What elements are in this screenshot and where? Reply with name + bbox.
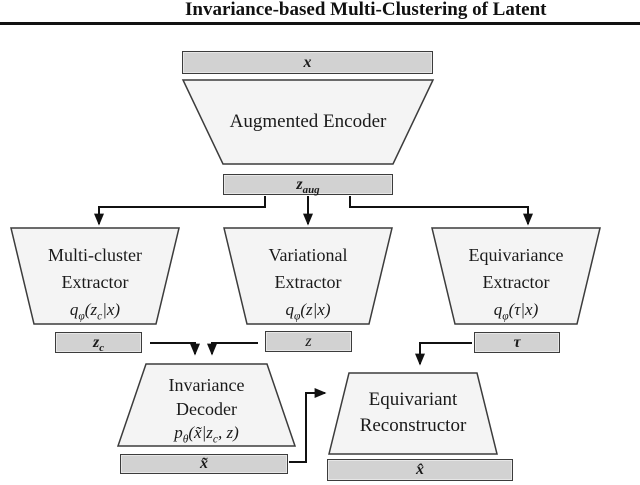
decoder-formula: pθ(x̃|zc, z)	[174, 423, 239, 446]
equivariance-line2: Extractor	[482, 272, 550, 292]
variational-line2: Extractor	[274, 272, 342, 292]
z-box: z	[265, 331, 352, 352]
augmented-encoder-text: Augmented Encoder	[229, 111, 387, 132]
variational-extractor-label: Variational Extractor qφ(z|x)	[224, 242, 392, 323]
augmented-encoder-label: Augmented Encoder	[183, 110, 433, 134]
arrow-zaug-to-equivariance	[349, 196, 533, 226]
z-label: z	[305, 332, 312, 350]
arrow-zaug-to-multicluster	[94, 196, 266, 226]
invariance-decoder-label: Invariance Decoder pθ(x̃|zc, z)	[118, 373, 295, 445]
multi-cluster-formula: qφ(zc|x)	[69, 300, 121, 323]
equivariance-formula: qφ(τ|x)	[493, 300, 539, 323]
equivariant-reconstructor-label: Equivariant Reconstructor	[329, 387, 497, 439]
paper-running-title: Invariance-based Multi-Clustering of Lat…	[185, 0, 547, 20]
zc-label: zc	[92, 333, 105, 354]
multi-cluster-extractor-label: Multi-cluster Extractor qφ(zc|x)	[11, 242, 179, 323]
zaug-box: zaug	[223, 174, 393, 195]
augmented-encoder-shape	[181, 79, 435, 165]
multi-cluster-line2: Extractor	[61, 272, 129, 292]
xhat-box: x̂	[327, 459, 513, 481]
zaug-label: zaug	[296, 175, 320, 196]
tau-label: τ	[513, 333, 521, 351]
reconstructor-line2: Reconstructor	[359, 415, 467, 436]
multi-cluster-extractor-shape	[10, 227, 180, 325]
reconstructor-line1: Equivariant	[368, 389, 458, 410]
arrow-xtilde-to-reconstructor	[289, 388, 327, 463]
invariance-decoder-shape	[116, 363, 297, 447]
multi-cluster-line1: Multi-cluster	[48, 245, 142, 265]
xtilde-box: x̃	[120, 454, 288, 474]
variational-extractor-shape	[223, 227, 393, 325]
decoder-line1: Invariance	[168, 375, 245, 395]
equivariance-extractor-label: Equivariance Extractor qφ(τ|x)	[432, 242, 600, 323]
equivariance-extractor-shape	[431, 227, 601, 325]
x-label: x	[303, 53, 312, 71]
variational-line1: Variational	[268, 245, 348, 265]
header-rule	[0, 22, 640, 25]
decoder-line2: Decoder	[176, 399, 237, 419]
variational-formula: qφ(z|x)	[285, 300, 331, 323]
arrow-tau-to-reconstructor	[415, 342, 472, 366]
equivariant-reconstructor-shape	[328, 372, 498, 455]
zc-box: zc	[55, 332, 142, 353]
tau-box: τ	[474, 332, 560, 353]
arrow-zc-to-decoder	[150, 342, 200, 356]
xhat-label: x̂	[416, 461, 424, 478]
x-box: x	[182, 51, 433, 74]
arrow-z-to-decoder	[207, 342, 258, 356]
equivariance-line1: Equivariance	[468, 245, 564, 265]
xtilde-label: x̃	[200, 455, 208, 472]
